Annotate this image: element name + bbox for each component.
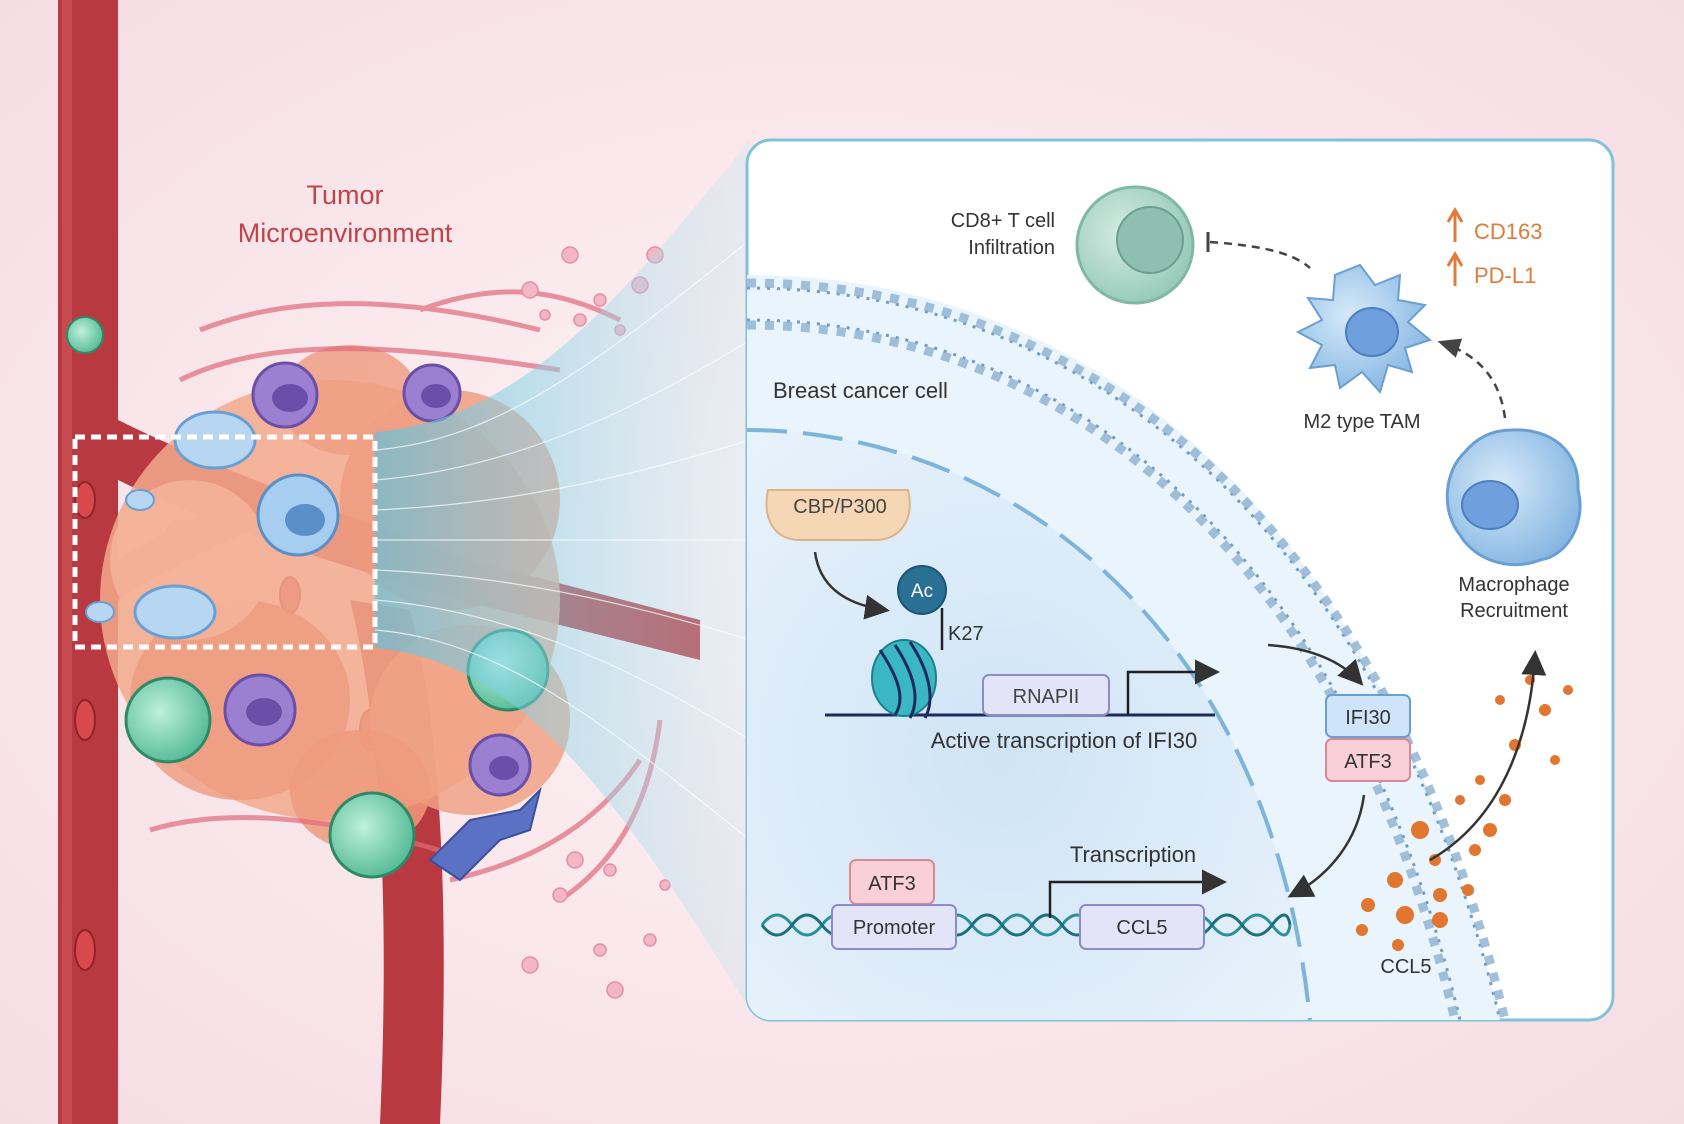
cbp-p300-protein: [765, 489, 911, 541]
recruitment-arrow: [1429, 650, 1547, 862]
zoom-selection-box: [72, 434, 378, 650]
ccl5-gene-label: CCL5: [1116, 917, 1167, 939]
purple-dendritic-cell-4: [468, 733, 532, 797]
pdl1-marker: PD-L1: [1474, 263, 1536, 288]
cytokine-particles: [521, 246, 671, 999]
macrophage-cell: [1445, 428, 1582, 567]
export-arrow: [1267, 643, 1364, 686]
cd163-marker: CD163: [1474, 219, 1542, 244]
fibroblast: [428, 786, 542, 882]
rnapii-label: RNAPII: [1013, 686, 1080, 708]
atf3-complex-protein: [1325, 738, 1411, 782]
ccl5-secreted-label: CCL5: [1380, 956, 1431, 978]
purple-dendritic-cell-1: [251, 361, 319, 429]
blue-macrophage: [256, 473, 340, 557]
m2-tam-label: M2 type TAM: [1303, 411, 1420, 433]
inhibition-arrow: [1209, 240, 1311, 269]
ifi30-label: IFI30: [1345, 707, 1391, 729]
active-transcription-label: Active transcription of IFI30: [931, 728, 1198, 753]
ccl5-gene-box: [1079, 904, 1205, 950]
blue-monocyte-1: [125, 410, 257, 511]
zoom-beam: [375, 140, 750, 1010]
green-lymphocyte-1: [66, 316, 104, 354]
ccl5-chemokine-particles: [1356, 675, 1573, 951]
nucleosome: [871, 639, 937, 719]
nuclear-envelope: [747, 428, 1312, 1020]
tss-arrow-ccl5: [1048, 869, 1227, 918]
promoter-box: [831, 904, 957, 950]
rnapii-box: [982, 674, 1110, 716]
tcell-label-line2: Infiltration: [968, 237, 1055, 259]
tumor-title-line1: Tumor: [306, 180, 383, 210]
tss-arrow-ifi30: [1126, 659, 1220, 715]
ac-label: Ac: [911, 581, 933, 602]
blue-monocyte-2: [85, 584, 217, 640]
k27-label: K27: [948, 623, 984, 645]
ifi30-protein: [1325, 694, 1411, 738]
cd8-t-cell: [1075, 185, 1195, 305]
cell-membrane: [747, 286, 1502, 1020]
zoom-beam-lines: [374, 239, 751, 841]
acetylation-arrow: [813, 551, 890, 620]
breast-cancer-cell-label: Breast cancer cell: [773, 378, 948, 403]
m2-tam-cell: [1295, 263, 1433, 394]
macrophage-label-line2: Recruitment: [1460, 600, 1568, 622]
nuclear-import-arrow: [1287, 794, 1366, 898]
cbp-p300-label: CBP/P300: [793, 496, 886, 518]
up-arrow-cd163-icon: [1446, 207, 1464, 242]
transcription-label: Transcription: [1070, 842, 1196, 867]
acetyl-group: [897, 565, 947, 615]
purple-dendritic-cell-3: [223, 673, 297, 747]
green-lymphocyte-3: [328, 791, 416, 879]
green-lymphocyte-2: [124, 676, 212, 764]
tcell-label-line1: CD8+ T cell: [951, 210, 1055, 232]
atf3-complex-label: ATF3: [1344, 751, 1391, 773]
up-arrow-pdl1-icon: [1446, 251, 1464, 286]
promoter-label: Promoter: [853, 917, 936, 939]
atf3-label: ATF3: [868, 873, 915, 895]
tumor-title-line2: Microenvironment: [238, 218, 453, 248]
purple-dendritic-cell-2: [402, 363, 462, 423]
macrophage-label-line1: Macrophage: [1458, 574, 1569, 596]
